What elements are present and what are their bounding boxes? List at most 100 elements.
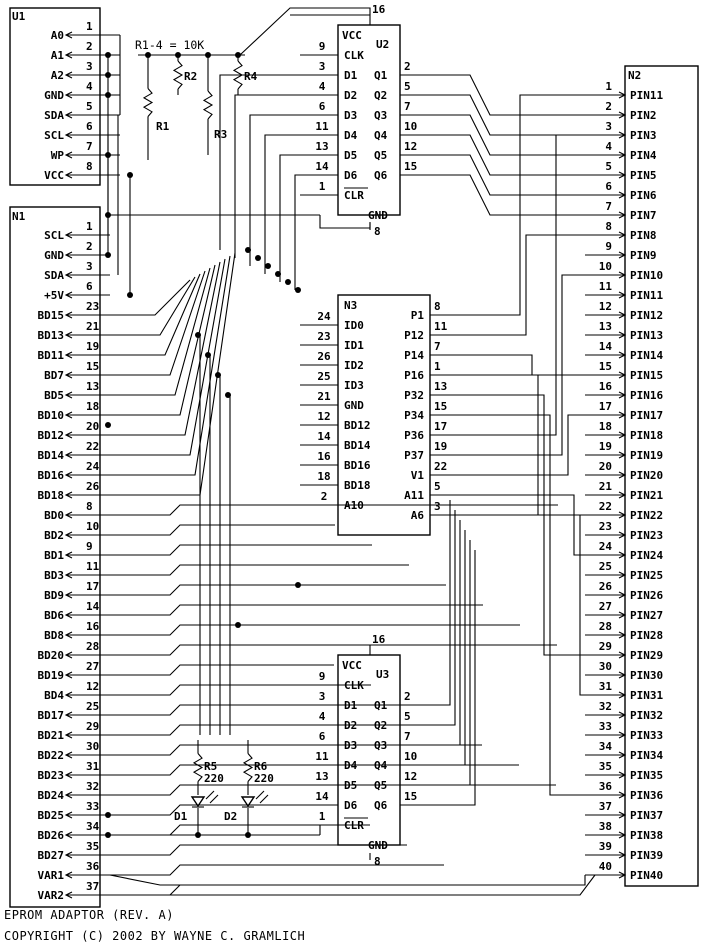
u1-pin-number: 8 — [86, 160, 93, 173]
n3-pin-number: 16 — [317, 450, 331, 463]
n2-pin-number: 31 — [599, 680, 613, 693]
u2-pin-label: D6 — [344, 169, 358, 182]
n1-pin-number: 30 — [86, 740, 99, 753]
n3-pin-number: 12 — [317, 410, 330, 423]
n1-bus-wire — [110, 279, 191, 316]
pin-arrow — [618, 231, 627, 239]
pin-arrow — [618, 311, 627, 319]
n1-bus-wire — [110, 524, 335, 536]
u3-q-wire — [430, 510, 456, 726]
n2-pin-number: 38 — [599, 820, 612, 833]
pin-arrow — [618, 451, 627, 459]
n1-pin-number: 16 — [86, 620, 100, 633]
u2-q-wire — [430, 94, 585, 136]
u2-vcc-feed — [239, 7, 371, 56]
u1-pin-number: 2 — [86, 40, 93, 53]
resistor-r4-label: R4 — [244, 70, 258, 83]
junction-dot — [105, 832, 111, 838]
u1-outline — [9, 7, 101, 186]
n3-pin-number: 26 — [317, 350, 331, 363]
n1-pin-number: 12 — [86, 680, 99, 693]
n2-pin-number: 15 — [599, 360, 612, 373]
n3-pin-number: 23 — [317, 330, 330, 343]
n1-pin-number: 1 — [86, 220, 93, 233]
n2-pin-number: 26 — [599, 580, 613, 593]
n1-bus-wire — [110, 273, 201, 356]
junction-dot — [105, 422, 111, 428]
n1-pin-number: 18 — [86, 400, 99, 413]
junction-dot — [105, 152, 111, 158]
u2-pin-number: 4 — [319, 80, 326, 93]
n1-bus-wire — [110, 764, 519, 776]
n2-pin-label: PIN29 — [630, 649, 663, 662]
n3-to-n2-wire — [465, 394, 585, 656]
u3-pin-number: 2 — [404, 690, 411, 703]
n3-pin-number: 24 — [317, 310, 331, 323]
n2-pin-number: 6 — [605, 180, 612, 193]
u2-pin-label: Q4 — [374, 129, 388, 142]
n1-pin-label: BD25 — [38, 809, 65, 822]
n1-pin-label: BD13 — [38, 329, 65, 342]
n1-bus-wire — [110, 784, 556, 796]
copyright-text: COPYRIGHT (C) 2002 BY WAYNE C. GRAMLICH — [4, 929, 305, 943]
pin-arrow — [618, 211, 627, 219]
pin-arrow — [618, 691, 627, 699]
u1-pin-label: GND — [44, 89, 64, 102]
resistor-r1-label: R1 — [156, 120, 170, 133]
n2-pin-number: 34 — [599, 740, 613, 753]
n2-pin-number: 18 — [599, 420, 612, 433]
u2-pin-label: D5 — [344, 149, 357, 162]
led-d2-label: D2 — [224, 810, 237, 823]
n3-pin-number: 22 — [434, 460, 447, 473]
n2-pin-label: PIN23 — [630, 529, 663, 542]
u2-pin-number: 14 — [315, 160, 329, 173]
n2-pin-label: PIN30 — [630, 669, 663, 682]
n2-pin-label: PIN22 — [630, 509, 663, 522]
n1-bus-wire — [110, 864, 444, 876]
n1-pin-number: 28 — [86, 640, 99, 653]
n1-pin-label: BD8 — [44, 629, 64, 642]
n3-pin-number: 5 — [434, 480, 441, 493]
u3-pin-number: 4 — [319, 710, 326, 723]
n3-pin-label: P34 — [404, 409, 424, 422]
u3-pin-number: 6 — [319, 730, 326, 743]
n3-to-n2-wire — [465, 234, 585, 336]
pin-arrow — [618, 791, 627, 799]
n1-pin-label: GND — [44, 249, 64, 262]
n2-pin-label: PIN16 — [630, 389, 663, 402]
led-resistor-body — [192, 753, 204, 782]
u3-pin-number: 5 — [404, 710, 411, 723]
n3-to-n2-wire — [465, 374, 585, 516]
n2-pin-number: 28 — [599, 620, 612, 633]
n1-pin-label: BD6 — [44, 609, 64, 622]
n1-pin-number: 26 — [86, 480, 100, 493]
n2-pin-label: PIN15 — [630, 369, 663, 382]
n2-pin-label: PIN18 — [630, 429, 663, 442]
n3-pin-label: P37 — [404, 449, 424, 462]
n2-pin-number: 40 — [599, 860, 612, 873]
d1-led-ray — [209, 794, 219, 804]
pin-arrow — [618, 371, 627, 379]
pullup-resistor-body — [172, 60, 184, 90]
n1-pin-number: 22 — [86, 440, 99, 453]
n1-pin-label: BD27 — [38, 849, 65, 862]
n3-pin-number: 8 — [434, 300, 441, 313]
n3-pin-label: P14 — [404, 349, 424, 362]
n1-pin-number: 29 — [86, 720, 99, 733]
n1-bus-wire — [110, 724, 445, 736]
n1-pin-number: 11 — [86, 560, 100, 573]
n1-outline — [9, 206, 101, 908]
n3-pin-label: P12 — [404, 329, 424, 342]
var2-wire — [110, 874, 596, 896]
n1-pin-number: 21 — [86, 320, 100, 333]
pin-arrow — [618, 671, 627, 679]
u3-pin-number: 7 — [404, 730, 411, 743]
u3-pin-label: D6 — [344, 799, 358, 812]
u2-name: U2 — [376, 38, 389, 51]
n2-pin-label: PIN4 — [630, 149, 657, 162]
resistor-r5-value: 220 — [204, 772, 224, 785]
resistor-note: R1-4 = 10K — [135, 38, 204, 52]
u2-pin-label: Q3 — [374, 109, 387, 122]
n3-to-n2-wire — [465, 414, 585, 476]
n3-pin-label: GND — [344, 399, 364, 412]
